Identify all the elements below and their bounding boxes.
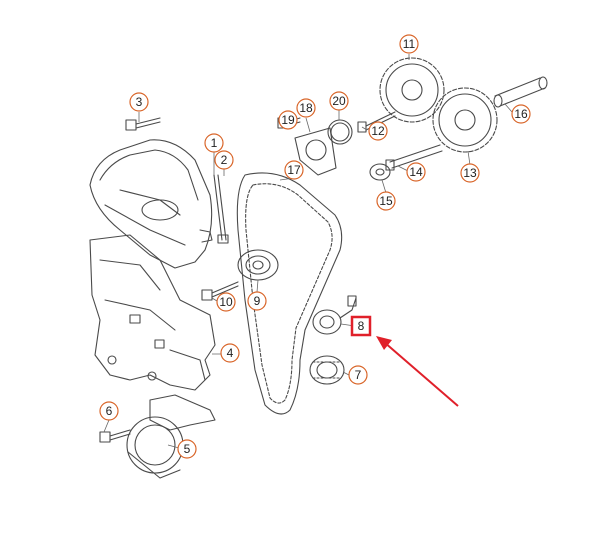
bolt-10 — [201, 281, 239, 301]
callout-label: 1 — [211, 136, 218, 150]
callout-label: 4 — [227, 346, 234, 360]
callout-circle — [278, 110, 298, 130]
callout-10: 10 — [216, 292, 236, 312]
callout-circle — [511, 104, 531, 124]
callout-circle — [284, 160, 304, 180]
callout-6: 6 — [99, 401, 119, 421]
callout-circle — [247, 291, 267, 311]
callout-18: 18 — [296, 98, 316, 118]
callout-17: 17 — [284, 160, 304, 180]
callout-label: 16 — [514, 107, 528, 121]
lower-timing-cover — [89, 234, 216, 391]
callout-14: 14 — [406, 162, 426, 182]
callout-circle — [296, 98, 316, 118]
highlight-arrow — [376, 336, 459, 407]
callout-label: 12 — [371, 124, 385, 138]
callout-8: 8 — [350, 315, 372, 337]
callout-20: 20 — [329, 91, 349, 111]
tensioner-pulley-9 — [237, 249, 279, 281]
callout-label: 19 — [281, 113, 295, 127]
callout-label: 18 — [299, 101, 313, 115]
callout-11: 11 — [399, 34, 419, 54]
callout-label: 9 — [254, 294, 261, 308]
idler-pulley-8 — [312, 295, 357, 335]
camshaft-sprocket-13 — [432, 87, 498, 153]
bolt-6 — [99, 429, 131, 443]
washer-15 — [369, 163, 391, 181]
callout-4: 4 — [220, 343, 240, 363]
callout-12: 12 — [368, 121, 388, 141]
callout-19: 19 — [278, 110, 298, 130]
callout-circle — [220, 343, 240, 363]
highlight-box — [350, 315, 372, 337]
callout-circle — [129, 92, 149, 112]
timing-belt-17 — [236, 172, 343, 415]
callout-circle — [216, 292, 236, 312]
callout-5: 5 — [177, 439, 197, 459]
callout-1: 1 — [204, 133, 224, 153]
callout-label: 8 — [358, 319, 365, 333]
callout-circle — [99, 401, 119, 421]
upper-timing-cover — [89, 139, 213, 269]
callout-label: 5 — [184, 442, 191, 456]
bolt-3 — [125, 117, 161, 131]
camshaft-sprocket-11 — [379, 57, 445, 123]
pin-16 — [493, 76, 548, 108]
callout-label: 2 — [221, 153, 228, 167]
callout-circle — [460, 163, 480, 183]
callout-label: 11 — [403, 37, 416, 51]
callout-15: 15 — [376, 191, 396, 211]
callout-label: 20 — [332, 94, 346, 108]
callout-label: 7 — [355, 368, 362, 382]
callout-label: 17 — [287, 163, 301, 177]
callout-label: 13 — [463, 166, 477, 180]
callout-circle — [214, 150, 234, 170]
callout-9: 9 — [247, 291, 267, 311]
callout-label: 15 — [379, 194, 393, 208]
rear-cover-bracket — [126, 394, 216, 479]
callout-3: 3 — [129, 92, 149, 112]
callout-circle — [399, 34, 419, 54]
callout-16: 16 — [511, 104, 531, 124]
callout-circle — [406, 162, 426, 182]
callout-circle — [368, 121, 388, 141]
callout-circle — [204, 133, 224, 153]
callout-circle — [348, 365, 368, 385]
callout-circle — [376, 191, 396, 211]
callout-7: 7 — [348, 365, 368, 385]
callout-label: 14 — [409, 165, 423, 179]
callout-2: 2 — [214, 150, 234, 170]
callout-13: 13 — [460, 163, 480, 183]
flange-18 — [294, 127, 337, 176]
callout-label: 3 — [136, 95, 143, 109]
stud-2 — [213, 174, 229, 244]
callout-label: 10 — [219, 295, 233, 309]
callout-label: 6 — [106, 404, 113, 418]
callout-circle — [329, 91, 349, 111]
idler-pulley-7 — [309, 355, 345, 385]
callout-circle — [177, 439, 197, 459]
